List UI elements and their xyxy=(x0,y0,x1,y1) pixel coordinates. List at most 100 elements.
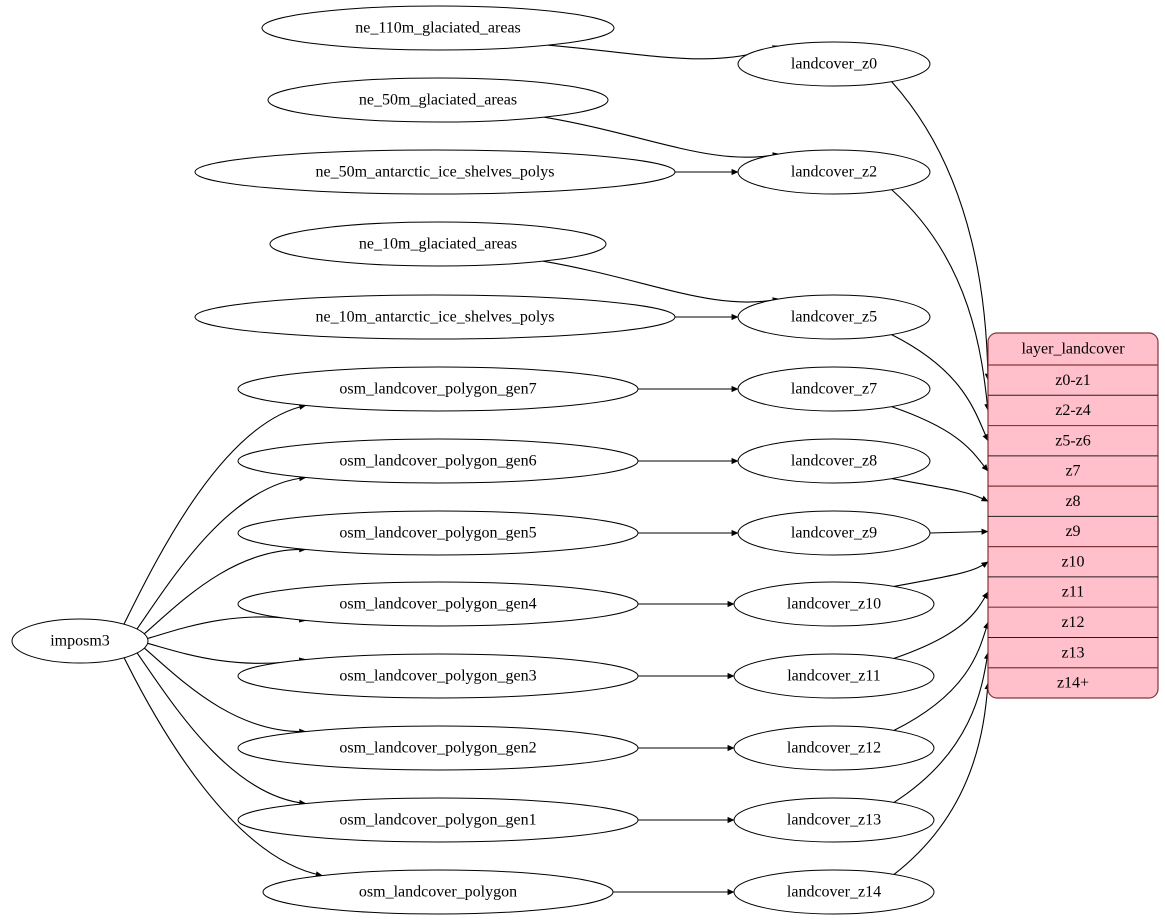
node-landcover_z2[interactable]: landcover_z2 xyxy=(737,149,931,195)
node-label: imposm3 xyxy=(50,633,110,650)
node-label: landcover_z12 xyxy=(787,740,881,757)
landcover-node-ellipse xyxy=(733,725,935,771)
osm-node-ellipse xyxy=(262,869,614,915)
node-label: osm_landcover_polygon_gen3 xyxy=(339,668,536,685)
node-ne_10m_glaciated_areas[interactable]: ne_10m_glaciated_areas xyxy=(269,221,607,267)
node-osm_landcover_polygon_gen2[interactable]: osm_landcover_polygon_gen2 xyxy=(237,725,639,771)
node-label: osm_landcover_polygon_gen4 xyxy=(339,596,536,613)
node-label: ne_110m_glaciated_areas xyxy=(355,20,521,37)
node-imposm3[interactable]: imposm3 xyxy=(11,618,149,664)
node-osm_landcover_polygon_gen7[interactable]: osm_landcover_polygon_gen7 xyxy=(237,366,639,412)
table-row-z7[interactable]: z7 xyxy=(1065,463,1080,480)
node-ne_110m_glaciated_areas[interactable]: ne_110m_glaciated_areas xyxy=(261,5,615,51)
node-landcover_z9[interactable]: landcover_z9 xyxy=(737,510,931,556)
edge-imposm3-to-osm_landcover_polygon_gen6 xyxy=(136,475,307,630)
node-ne_50m_antarctic_ice_shelves_polys[interactable]: ne_50m_antarctic_ice_shelves_polys xyxy=(194,149,676,195)
node-layer: imposm3 ne_110m_glaciated_areas ne_50m_gla… xyxy=(11,5,935,915)
table-row-z9[interactable]: z9 xyxy=(1065,523,1080,540)
edge-landcover_z5-to-z5-z6 xyxy=(891,334,989,442)
source-node-ellipse xyxy=(11,618,149,664)
natural-earth-node-ellipse xyxy=(261,5,615,51)
natural-earth-node-ellipse xyxy=(194,149,676,195)
node-osm_landcover_polygon[interactable]: osm_landcover_polygon xyxy=(262,869,614,915)
node-landcover_z0[interactable]: landcover_z0 xyxy=(737,41,931,87)
landcover-node-ellipse xyxy=(733,797,935,843)
table-row-z5-z6[interactable]: z5-z6 xyxy=(1055,432,1091,449)
edge-landcover_z14-to-z14+ xyxy=(893,682,991,875)
landcover-node-ellipse xyxy=(733,653,935,699)
edge-landcover_z2-to-z2-z4 xyxy=(891,189,991,411)
node-label: landcover_z7 xyxy=(791,381,877,398)
table-title: layer_landcover xyxy=(1021,341,1125,358)
node-osm_landcover_polygon_gen4[interactable]: osm_landcover_polygon_gen4 xyxy=(237,581,639,627)
node-label: osm_landcover_polygon_gen1 xyxy=(339,812,536,829)
node-landcover_z11[interactable]: landcover_z11 xyxy=(733,653,935,699)
landcover-node-ellipse xyxy=(737,41,931,87)
node-label: landcover_z0 xyxy=(791,56,877,73)
node-landcover_z8[interactable]: landcover_z8 xyxy=(737,438,931,484)
landcover-node-ellipse xyxy=(737,438,931,484)
node-landcover_z10[interactable]: landcover_z10 xyxy=(733,581,935,627)
osm-node-ellipse xyxy=(237,653,639,699)
node-osm_landcover_polygon_gen6[interactable]: osm_landcover_polygon_gen6 xyxy=(237,438,639,484)
table-row-z14+[interactable]: z14+ xyxy=(1057,675,1089,692)
table-row-z12[interactable]: z12 xyxy=(1061,614,1084,631)
node-label: ne_10m_antarctic_ice_shelves_polys xyxy=(315,309,554,326)
node-label: ne_50m_glaciated_areas xyxy=(359,92,517,109)
node-label: landcover_z13 xyxy=(787,812,881,829)
node-landcover_z14[interactable]: landcover_z14 xyxy=(733,869,935,915)
table-row-z0-z1[interactable]: z0-z1 xyxy=(1055,372,1091,389)
node-landcover_z5[interactable]: landcover_z5 xyxy=(737,294,931,340)
landcover-node-ellipse xyxy=(733,581,935,627)
landcover-node-ellipse xyxy=(737,149,931,195)
table-row-z10[interactable]: z10 xyxy=(1061,553,1084,570)
node-ne_50m_glaciated_areas[interactable]: ne_50m_glaciated_areas xyxy=(267,77,609,123)
node-osm_landcover_polygon_gen3[interactable]: osm_landcover_polygon_gen3 xyxy=(237,653,639,699)
layer-landcover-table: layer_landcover z0-z1 z2-z4 z5-z6 z7 z8 z9 z10 z… xyxy=(987,332,1159,699)
natural-earth-node-ellipse xyxy=(267,77,609,123)
table-row-z11[interactable]: z11 xyxy=(1062,584,1085,601)
edge-imposm3-to-osm_landcover_polygon xyxy=(123,657,323,878)
edge-landcover_z13-to-z13 xyxy=(893,652,991,803)
osm-node-ellipse xyxy=(237,366,639,412)
node-label: ne_10m_glaciated_areas xyxy=(359,236,517,253)
node-label: osm_landcover_polygon_gen2 xyxy=(339,740,536,757)
landcover-node-ellipse xyxy=(733,869,935,915)
edge-landcover_z0-to-z0-z1 xyxy=(891,81,991,381)
edge-imposm3-to-osm_landcover_polygon_gen5 xyxy=(143,546,307,635)
node-osm_landcover_polygon_gen5[interactable]: osm_landcover_polygon_gen5 xyxy=(237,510,639,556)
natural-earth-node-ellipse xyxy=(269,221,607,267)
edge-imposm3-to-osm_landcover_polygon_gen2 xyxy=(143,647,307,735)
table-row-z2-z4[interactable]: z2-z4 xyxy=(1055,402,1091,419)
osm-node-ellipse xyxy=(237,797,639,843)
edge-landcover_z11-to-z11 xyxy=(893,591,989,659)
node-landcover_z12[interactable]: landcover_z12 xyxy=(733,725,935,771)
node-label: landcover_z11 xyxy=(787,668,881,685)
node-label: landcover_z8 xyxy=(791,453,877,470)
edge-landcover_z7-to-z7 xyxy=(891,406,989,472)
node-label: osm_landcover_polygon_gen5 xyxy=(339,525,536,542)
edge-imposm3-to-osm_landcover_polygon_gen7 xyxy=(123,403,307,625)
edge-landcover_z8-to-z8 xyxy=(891,478,989,502)
table-row-z8[interactable]: z8 xyxy=(1065,493,1080,510)
node-landcover_z7[interactable]: landcover_z7 xyxy=(737,366,931,412)
node-label: landcover_z9 xyxy=(791,525,877,542)
edge-landcover_z12-to-z12 xyxy=(893,621,990,731)
landcover-node-ellipse xyxy=(737,366,931,412)
node-landcover_z13[interactable]: landcover_z13 xyxy=(733,797,935,843)
node-ne_10m_antarctic_ice_shelves_polys[interactable]: ne_10m_antarctic_ice_shelves_polys xyxy=(194,294,676,340)
osm-node-ellipse xyxy=(237,581,639,627)
edge-landcover_z10-to-z10 xyxy=(893,561,989,587)
node-label: landcover_z5 xyxy=(791,309,877,326)
table-row-z13[interactable]: z13 xyxy=(1061,644,1084,661)
edge-imposm3-to-osm_landcover_polygon_gen4 xyxy=(147,616,307,640)
natural-earth-node-ellipse xyxy=(194,294,676,340)
node-label: osm_landcover_polygon_gen7 xyxy=(339,381,536,398)
osm-node-ellipse xyxy=(237,725,639,771)
node-label: ne_50m_antarctic_ice_shelves_polys xyxy=(315,164,554,181)
osm-node-ellipse xyxy=(237,510,639,556)
node-label: landcover_z10 xyxy=(787,596,881,613)
node-osm_landcover_polygon_gen1[interactable]: osm_landcover_polygon_gen1 xyxy=(237,797,639,843)
edge-imposm3-to-osm_landcover_polygon_gen1 xyxy=(136,652,307,806)
